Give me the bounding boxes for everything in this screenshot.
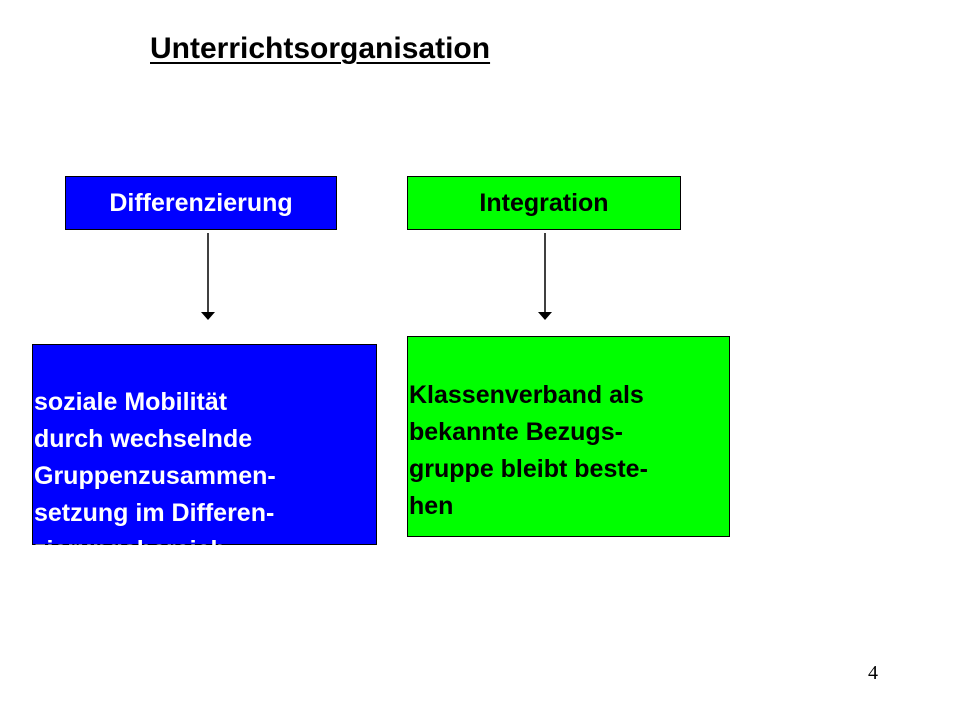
arrow-differenzierung xyxy=(201,233,215,320)
klassenverband-box: Klassenverband als bekannte Bezugs- grup… xyxy=(407,336,730,537)
soziale-mobilitaet-text: soziale Mobilität durch wechselnde Grupp… xyxy=(34,388,276,564)
page-title: Unterrichtsorganisation xyxy=(150,32,491,65)
soziale-mobilitaet-box: soziale Mobilität durch wechselnde Grupp… xyxy=(32,344,377,564)
differenzierung-label: Differenzierung xyxy=(109,188,293,217)
integration-label: Integration xyxy=(479,188,609,217)
integration-box: Integration xyxy=(407,176,681,230)
klassenverband-text: Klassenverband als bekannte Bezugs- grup… xyxy=(409,381,648,520)
arrow-integration xyxy=(538,233,552,320)
page-number: 4 xyxy=(868,662,878,684)
differenzierung-box: Differenzierung xyxy=(65,176,337,230)
